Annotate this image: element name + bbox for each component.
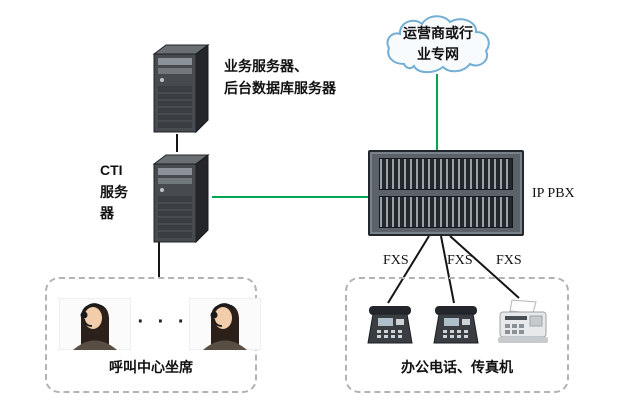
ippbx-chassis-icon: [368, 150, 524, 236]
tower-server-icon: [140, 42, 216, 139]
cloud-node: 运营商或行 业专网: [382, 12, 494, 76]
fxs-label-3: FXS: [496, 253, 522, 268]
pbx-card-row: [379, 158, 513, 190]
tower-server-icon: [140, 152, 216, 249]
office-group-box: 办公电话、传真机: [345, 277, 569, 393]
fxs-label-2: FXS: [447, 253, 473, 268]
call-agent-photo: [188, 297, 262, 355]
callcenter-group-box: · · · 呼叫中心坐席: [45, 277, 262, 393]
fxs-label-1: FXS: [383, 253, 409, 268]
link-pbx-phone1: [387, 235, 430, 304]
business-server-label: 业务服务器、 后台数据库服务器: [224, 58, 336, 96]
desk-phone-icon: [366, 305, 414, 350]
callcenter-label: 呼叫中心坐席: [109, 359, 193, 376]
link-pbx-phone2: [440, 235, 455, 304]
ippbx-label: IP PBX: [532, 186, 575, 201]
cloud-icon: [386, 15, 490, 74]
link-pbx-fax: [449, 235, 520, 299]
cti-server-label: CTI 服务 器: [100, 162, 128, 222]
call-agent-photo: [58, 297, 132, 355]
cloud-label: 运营商或行 业专网: [403, 25, 473, 62]
office-label: 办公电话、传真机: [401, 359, 513, 376]
desk-phone-icon: [432, 305, 480, 350]
fax-machine-icon: [496, 298, 550, 350]
pbx-card-row: [379, 196, 513, 228]
ellipsis-dots: · · ·: [137, 311, 189, 333]
